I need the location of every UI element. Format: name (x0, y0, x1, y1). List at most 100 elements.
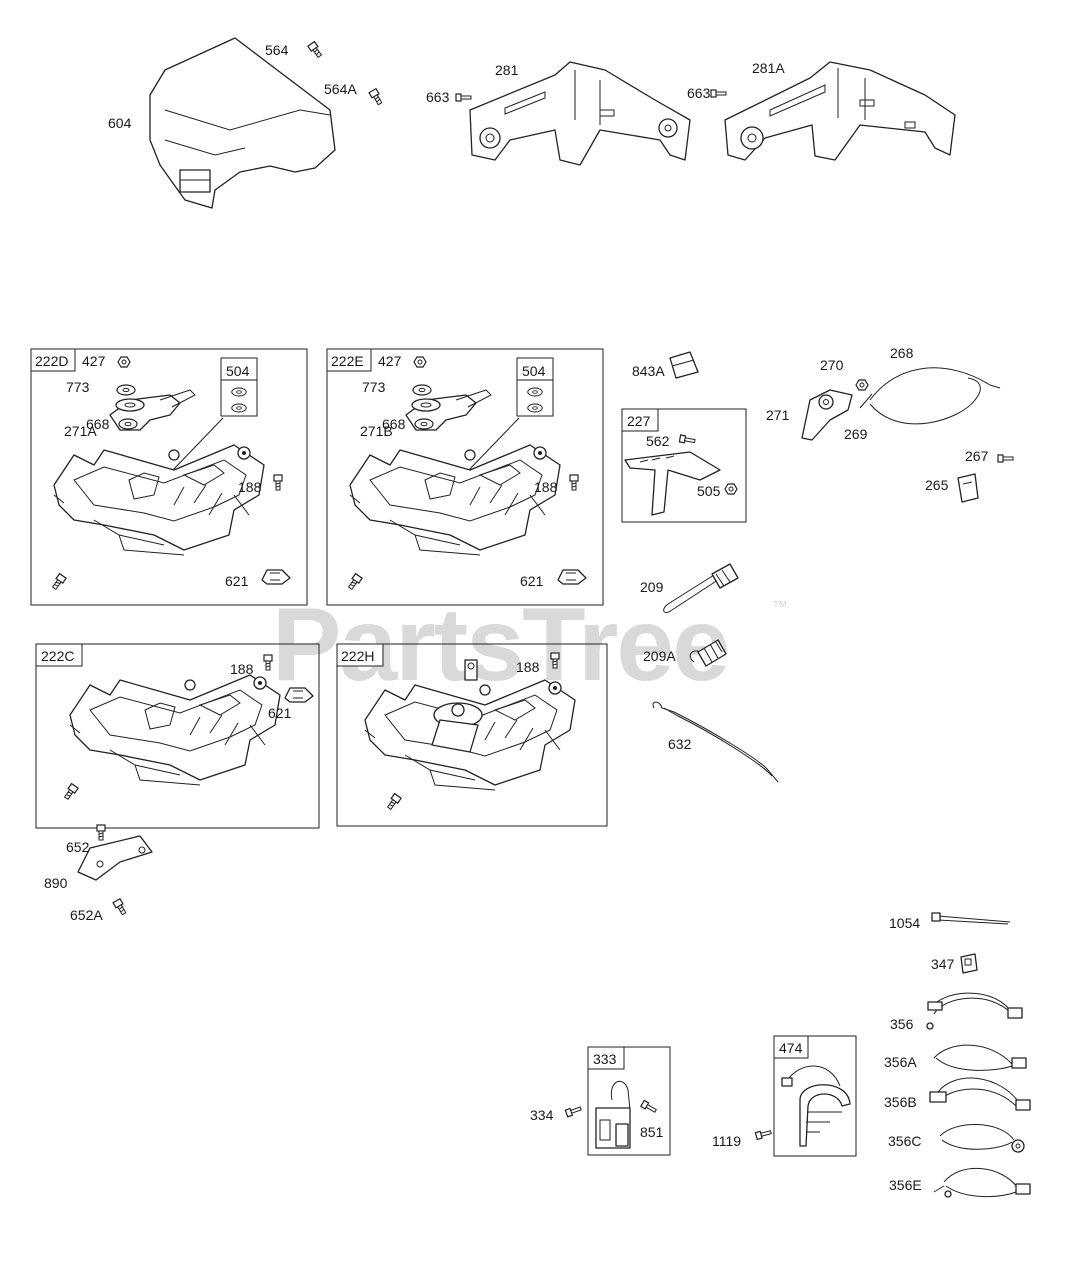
callout-356C: 356C (888, 1133, 921, 1149)
screw-334[interactable] (564, 1104, 583, 1118)
nut-427[interactable] (117, 356, 131, 368)
throttle-bracket-271[interactable] (801, 389, 853, 441)
group-222D-subgroup-504 (220, 357, 258, 417)
bolt-base-222D[interactable] (50, 573, 67, 592)
bracket-890[interactable] (77, 835, 153, 881)
base-plate-222D[interactable] (53, 444, 265, 556)
tie-strap-1054[interactable] (931, 912, 1011, 925)
bolt-188-c[interactable] (263, 654, 273, 671)
group-222D-frame (30, 348, 308, 606)
callout-890: 890 (44, 875, 68, 891)
callout-281: 281 (495, 62, 519, 78)
screw-562[interactable] (678, 434, 696, 446)
clip-621[interactable] (261, 569, 291, 585)
connector-347[interactable] (960, 953, 978, 974)
group-222D-subtag-504: 504 (226, 363, 250, 379)
screw-564[interactable] (307, 41, 324, 60)
wire-harness-356C[interactable] (939, 1124, 1025, 1153)
callout-188-e: 188 (534, 479, 558, 495)
control-bracket-281[interactable] (469, 61, 691, 166)
callout-632: 632 (668, 736, 692, 752)
screw-267[interactable] (997, 454, 1014, 463)
control-bracket-281A[interactable] (724, 61, 956, 161)
group-227-tag: 227 (627, 413, 651, 429)
callout-271A: 271A (64, 423, 97, 439)
governor-assembly-222H[interactable] (431, 659, 483, 753)
nut-270[interactable] (855, 379, 869, 391)
callout-270: 270 (820, 357, 844, 373)
callout-269: 269 (844, 426, 868, 442)
screw-663-b[interactable] (710, 89, 727, 98)
group-222H-tag-box (336, 643, 384, 667)
callout-668: 668 (86, 416, 110, 432)
washer-668-e[interactable] (414, 418, 434, 430)
base-plate-222C[interactable] (69, 674, 281, 786)
wire-harness-356B[interactable] (929, 1077, 1031, 1111)
ignition-armature-333[interactable] (595, 1080, 631, 1149)
screw-652[interactable] (96, 824, 106, 841)
nut-505[interactable] (724, 483, 738, 495)
knob-843A[interactable] (669, 351, 699, 379)
callout-851: 851 (640, 1124, 664, 1140)
callout-652: 652 (66, 839, 90, 855)
clamp-265[interactable] (957, 473, 979, 503)
bolt-188-e[interactable] (569, 474, 579, 491)
screw-851[interactable] (640, 1099, 658, 1115)
washer-668[interactable] (118, 418, 138, 430)
blower-housing-cover-604[interactable] (149, 37, 336, 209)
callout-281A: 281A (752, 60, 785, 76)
alternator-474[interactable] (781, 1065, 851, 1147)
group-474: 474 (773, 1035, 857, 1157)
nut-427-e[interactable] (413, 356, 427, 368)
group-222D-tag: 222D (35, 353, 68, 369)
callout-773: 773 (66, 379, 90, 395)
bolt-base-222H[interactable] (385, 793, 402, 812)
screw-663-a[interactable] (455, 93, 472, 102)
wire-269[interactable] (859, 393, 873, 409)
control-lever-227[interactable] (624, 451, 721, 516)
callout-268: 268 (890, 345, 914, 361)
group-222C-tag-box (35, 643, 83, 667)
washer-773[interactable] (116, 384, 136, 396)
group-222C-frame (35, 643, 320, 829)
callout-334: 334 (530, 1107, 554, 1123)
spring-209[interactable] (663, 563, 739, 613)
screw-652A[interactable] (112, 898, 129, 917)
callout-564A: 564A (324, 81, 357, 97)
callout-652A: 652A (70, 907, 103, 923)
wire-harness-356A[interactable] (933, 1044, 1027, 1071)
screw-564A[interactable] (368, 88, 385, 107)
trademark-symbol: ™ (772, 599, 788, 616)
callout-1119: 1119 (712, 1133, 741, 1149)
callout-773-e: 773 (362, 379, 386, 395)
group-227-frame (621, 408, 747, 523)
link-632[interactable] (652, 701, 779, 783)
callout-505: 505 (697, 483, 721, 499)
callout-188-h: 188 (516, 659, 540, 675)
group-227-tag-box (621, 408, 659, 432)
bolt-188[interactable] (273, 474, 283, 491)
group-222C: 222C 188 621 (35, 643, 320, 829)
callout-356B: 356B (884, 1094, 917, 1110)
callout-843A: 843A (632, 363, 665, 379)
bolt-base-222C[interactable] (62, 783, 79, 802)
callout-267: 267 (965, 448, 989, 464)
group-222E-tag-box (326, 348, 372, 372)
base-plate-222E[interactable] (349, 444, 561, 556)
callout-604: 604 (108, 115, 132, 131)
callout-663-a: 663 (426, 89, 450, 105)
wire-harness-356E[interactable] (933, 1168, 1031, 1198)
washer-773-e[interactable] (412, 384, 432, 396)
spring-209A[interactable] (689, 639, 727, 667)
callout-1054: 1054 (889, 915, 920, 931)
group-222E: 222E 504 427 773 271B 668 188 621 (326, 348, 604, 606)
callout-265: 265 (925, 477, 949, 493)
clip-621-e[interactable] (557, 569, 587, 585)
callout-562: 562 (646, 433, 670, 449)
throttle-cable-268[interactable] (869, 367, 1001, 425)
screw-1119[interactable] (754, 1128, 773, 1141)
wire-harness-356[interactable] (926, 992, 1023, 1030)
callout-427-e: 427 (378, 353, 402, 369)
callout-621-c: 621 (268, 705, 292, 721)
callout-356E: 356E (889, 1177, 922, 1193)
